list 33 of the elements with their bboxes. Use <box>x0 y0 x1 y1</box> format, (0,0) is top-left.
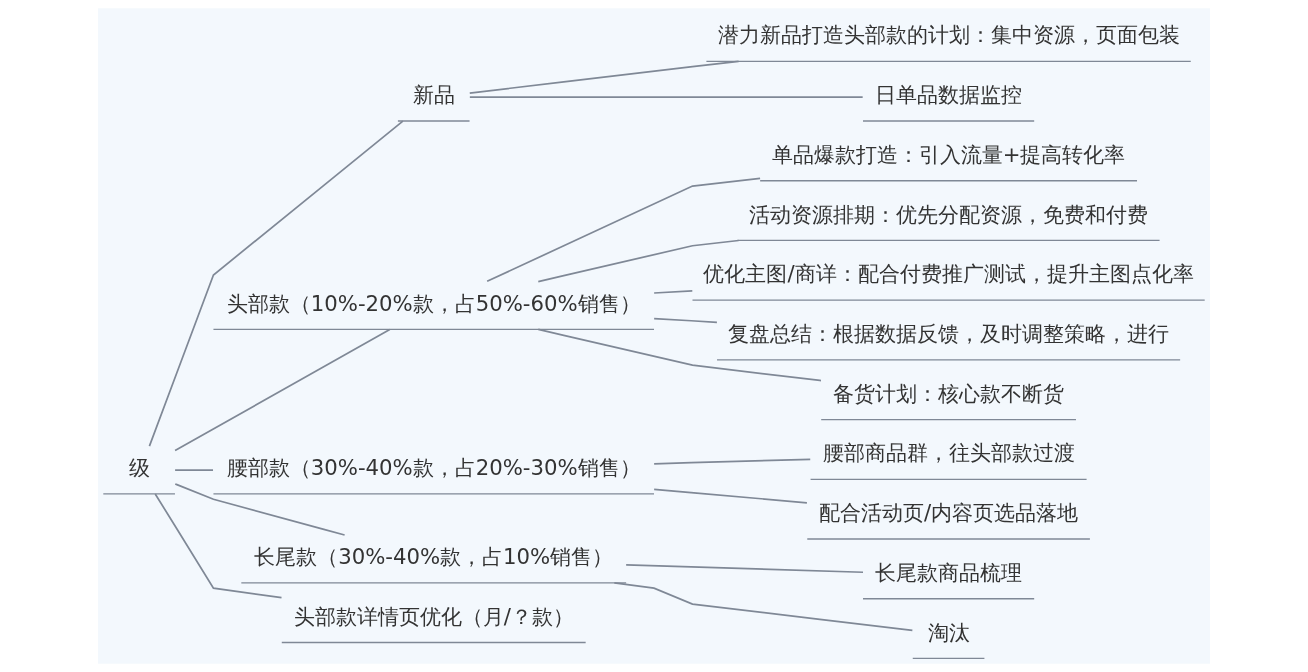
connector <box>174 483 346 536</box>
node-text: 备货计划：核心款不断货 <box>833 380 1065 406</box>
node-text: 新品 <box>412 82 455 108</box>
node-text: 长尾款（30%-40%款，占10%销售） <box>254 543 614 569</box>
node-text: 优化主图/商详：配合付费推广测试，提升主图点化率 <box>703 261 1194 287</box>
node-text: 活动资源排期：优先分配资源，免费和付费 <box>749 201 1149 227</box>
node-text: 单品爆款打造：引入流量+提高转化率 <box>771 141 1126 167</box>
node-text: 头部款详情页优化（月/？款） <box>293 603 574 629</box>
connector <box>174 469 214 471</box>
connector <box>625 564 864 574</box>
node-text: 潜力新品打造头部款的计划：集中资源，页面包装 <box>717 22 1180 48</box>
node-text: 配合活动页/内容页选品落地 <box>819 500 1079 526</box>
connector <box>154 493 283 599</box>
connector <box>468 60 740 94</box>
connector <box>469 96 864 98</box>
connector <box>174 328 391 452</box>
node-text: 淘汰 <box>927 619 970 645</box>
node-text: 头部款（10%-20%款，占50%-60%销售） <box>226 290 641 316</box>
node-text: 腰部商品群，往头部款过渡 <box>822 440 1075 466</box>
connector <box>148 120 404 447</box>
node-text: 腰部款（30%-40%款，占20%-30%销售） <box>226 455 641 481</box>
connector <box>653 488 808 504</box>
node-text: 级 <box>128 455 150 481</box>
connector <box>537 239 740 283</box>
node-text: 日单品数据监控 <box>875 82 1023 108</box>
node-text: 长尾款商品梳理 <box>875 559 1023 585</box>
connector <box>613 581 914 632</box>
node-text: 复盘总结：根据数据反馈，及时调整策略，进行 <box>728 321 1170 347</box>
connector <box>537 328 822 382</box>
connector <box>653 458 812 465</box>
connector <box>653 289 694 294</box>
connector <box>486 177 761 283</box>
connector <box>653 317 718 324</box>
